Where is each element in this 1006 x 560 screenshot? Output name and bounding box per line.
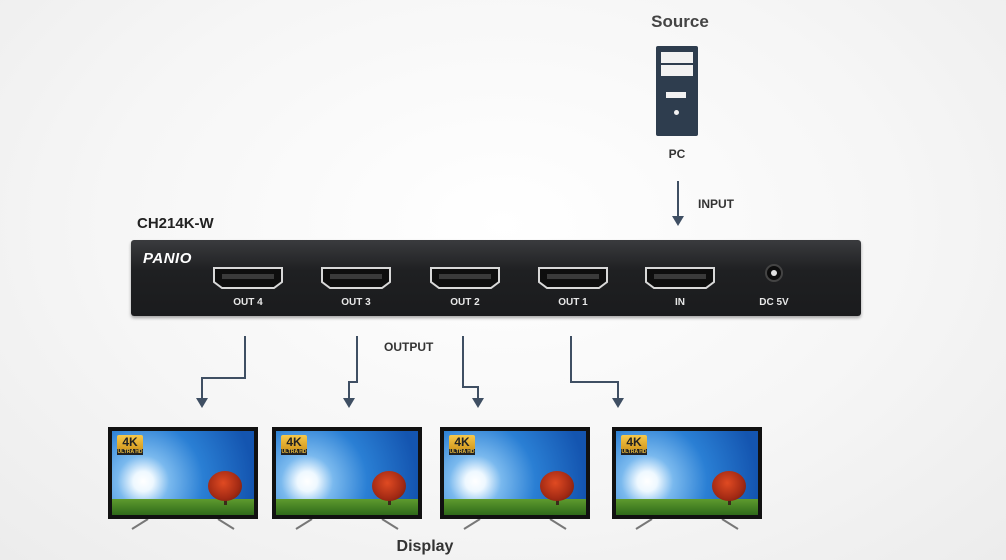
pc-tower-icon: [656, 46, 698, 136]
hdmi-port-in: [643, 265, 717, 296]
tv-stand-icon: [295, 519, 399, 530]
pc-label: PC: [668, 147, 686, 161]
hdmi-port-icon: [213, 267, 283, 289]
hdmi-port-icon: [321, 267, 391, 289]
port-label-in: IN: [675, 297, 685, 308]
input-arrowhead-icon: [672, 216, 684, 226]
hdmi-port-out3: [319, 265, 393, 296]
output-label: OUTPUT: [384, 340, 434, 354]
port-label-out1: OUT 1: [558, 297, 588, 308]
port-label-out3: OUT 3: [341, 297, 371, 308]
port-label-out2: OUT 2: [450, 297, 480, 308]
out1-arrow: [570, 336, 619, 398]
out2-arrow: [462, 336, 479, 398]
brand-logo: PANIO: [143, 250, 192, 267]
out3-arrowhead-icon: [343, 398, 355, 408]
out4-arrowhead-icon: [196, 398, 208, 408]
dc-label: DC 5V: [759, 297, 789, 308]
display-label: Display: [396, 538, 454, 555]
hdmi-port-out1: [536, 265, 610, 296]
source-label: Source: [651, 12, 709, 31]
port-label-out4: OUT 4: [233, 297, 263, 308]
out2-arrowhead-icon: [472, 398, 484, 408]
input-label: INPUT: [698, 197, 734, 211]
hdmi-port-out4: [211, 265, 285, 296]
tv-stand-icon: [131, 519, 235, 530]
hdmi-port-icon: [645, 267, 715, 289]
model-label: CH214K-W: [137, 215, 214, 232]
hdmi-port-out2: [428, 265, 502, 296]
dc-power-jack-icon: [765, 264, 783, 282]
out3-arrow: [348, 336, 358, 398]
out4-arrow: [201, 336, 246, 398]
hdmi-port-icon: [538, 267, 608, 289]
tv-stand-icon: [635, 519, 739, 530]
tv-stand-icon: [463, 519, 567, 530]
hdmi-port-icon: [430, 267, 500, 289]
out1-arrowhead-icon: [612, 398, 624, 408]
